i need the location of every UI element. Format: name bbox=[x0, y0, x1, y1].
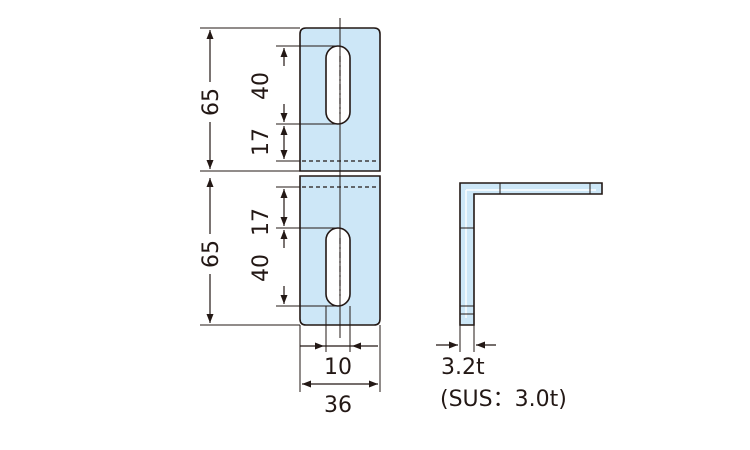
thickness-label: 3.2t bbox=[441, 355, 485, 380]
side-profile bbox=[459, 182, 603, 326]
side-view bbox=[436, 182, 603, 352]
sus-note: (SUS：3.0t) bbox=[440, 387, 567, 412]
upper-height-label: 65 bbox=[199, 88, 224, 116]
lower-slot bbox=[325, 227, 351, 307]
upper-slot-length-label: 40 bbox=[249, 72, 274, 100]
lower-slot-length-label: 40 bbox=[249, 254, 274, 282]
lower-height-label: 65 bbox=[199, 240, 224, 268]
lower-slot-offset-label: 17 bbox=[249, 208, 274, 236]
upper-slot-offset-label: 17 bbox=[249, 128, 274, 156]
total-width-label: 36 bbox=[324, 393, 352, 418]
upper-slot bbox=[325, 45, 351, 125]
slot-width-label: 10 bbox=[324, 355, 352, 380]
extension-lines bbox=[200, 27, 381, 392]
